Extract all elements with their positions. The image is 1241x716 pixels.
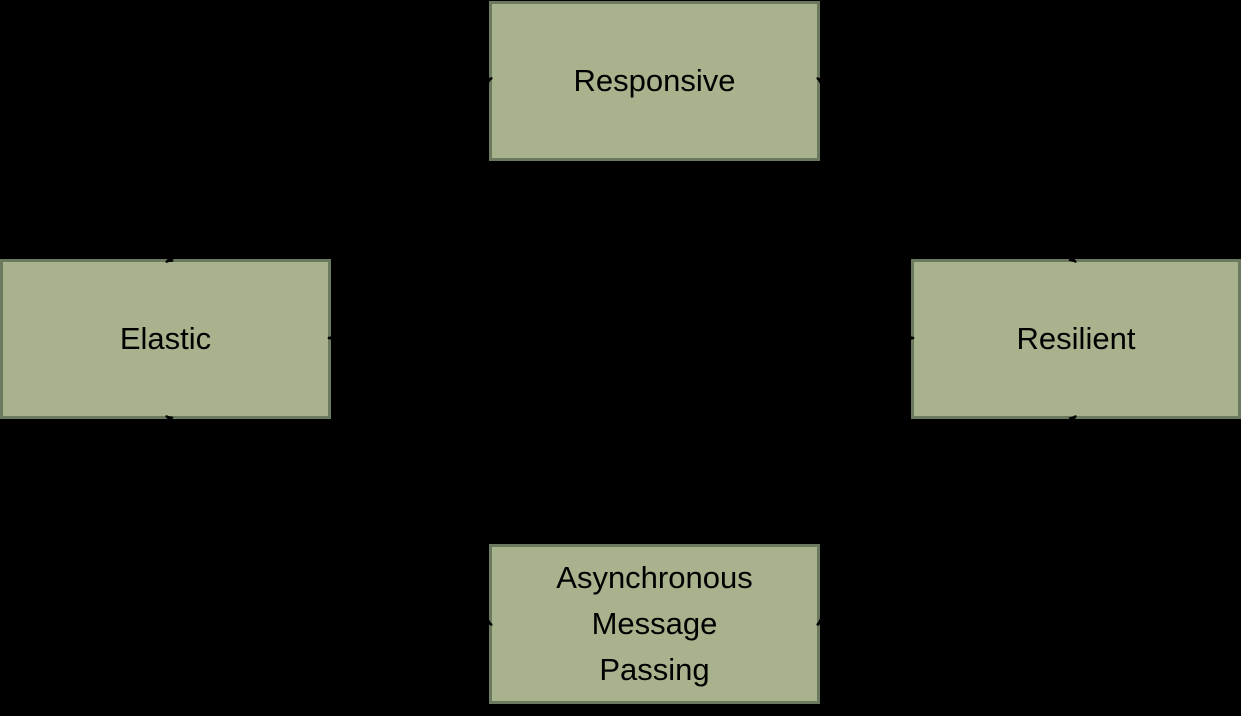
node-elastic: Elastic [0, 259, 331, 419]
connector-elastic-responsive [165, 76, 493, 264]
connector-resilient-responsive [816, 76, 1077, 264]
node-elastic-label: Elastic [119, 321, 212, 356]
node-asynchronous-message-passing: Asynchronous Message Passing [489, 544, 820, 704]
node-asynchronous-message-passing-label-line3: Passing [599, 652, 710, 687]
connector-messagepassing-resilient [816, 415, 1077, 626]
node-resilient: Resilient [911, 259, 1241, 419]
node-resilient-label: Resilient [1016, 321, 1136, 356]
node-asynchronous-message-passing-label-line2: Message [591, 606, 718, 641]
node-responsive-label: Responsive [573, 63, 736, 98]
connector-messagepassing-elastic [165, 414, 493, 627]
node-responsive: Responsive [489, 1, 820, 161]
node-asynchronous-message-passing-label-line1: Asynchronous [556, 560, 753, 595]
